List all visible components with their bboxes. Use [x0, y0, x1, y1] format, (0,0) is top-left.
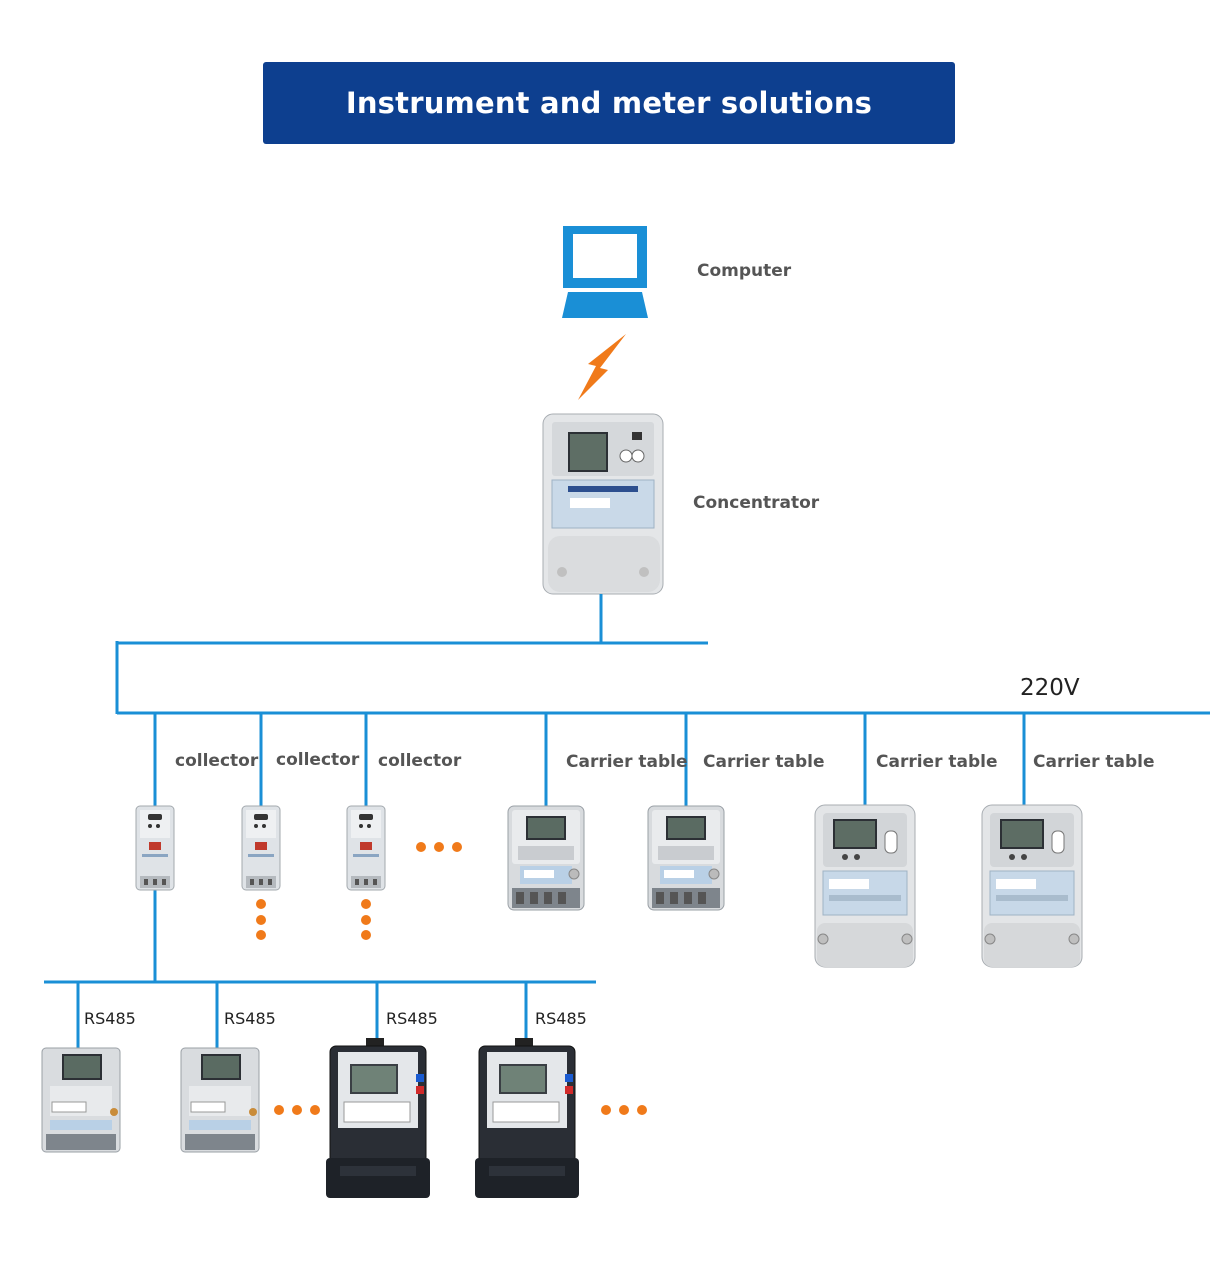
concentrator-label: Concentrator [693, 493, 820, 513]
rs485-label-1: RS485 [84, 1009, 136, 1028]
continuation-dots-collector-2 [256, 899, 266, 940]
rs485-meter-2 [180, 1047, 260, 1153]
voltage-label: 220V [1020, 675, 1080, 701]
rs485-label-4: RS485 [535, 1009, 587, 1028]
computer-icon [562, 226, 648, 318]
carrier-table-label-2: Carrier table [703, 752, 825, 772]
carrier-meter-2 [647, 805, 725, 911]
collector-label-1: collector [175, 751, 259, 771]
carrier-meter-3 [814, 804, 916, 968]
carrier-table-label-4: Carrier table [1033, 752, 1155, 772]
carrier-table-label-3: Carrier table [876, 752, 998, 772]
carrier-meter-4 [981, 804, 1083, 968]
continuation-dots-rs485-1 [274, 1105, 320, 1115]
title-banner: Instrument and meter solutions [263, 62, 955, 144]
rs485-label-2: RS485 [224, 1009, 276, 1028]
bus-lines [44, 594, 1210, 1048]
wireless-link-icon [578, 334, 626, 400]
continuation-dots-collector-3 [361, 899, 371, 940]
computer-label: Computer [697, 261, 792, 281]
page-title: Instrument and meter solutions [345, 86, 873, 120]
rs485-meter-3 [325, 1037, 431, 1199]
collector-label-3: collector [378, 751, 462, 771]
rs485-meter-4 [474, 1037, 580, 1199]
rs485-meter-1 [41, 1047, 121, 1153]
rs485-label-3: RS485 [386, 1009, 438, 1028]
continuation-dots-rs485-2 [601, 1105, 647, 1115]
collector-label-2: collector [276, 750, 360, 770]
collector-device-2 [241, 805, 281, 891]
collector-device-3 [346, 805, 386, 891]
carrier-table-label-1: Carrier table [566, 752, 688, 772]
collector-device-1 [135, 805, 175, 891]
carrier-meter-1 [507, 805, 585, 911]
concentrator-icon [542, 413, 664, 595]
continuation-dots-collectors [416, 842, 462, 852]
